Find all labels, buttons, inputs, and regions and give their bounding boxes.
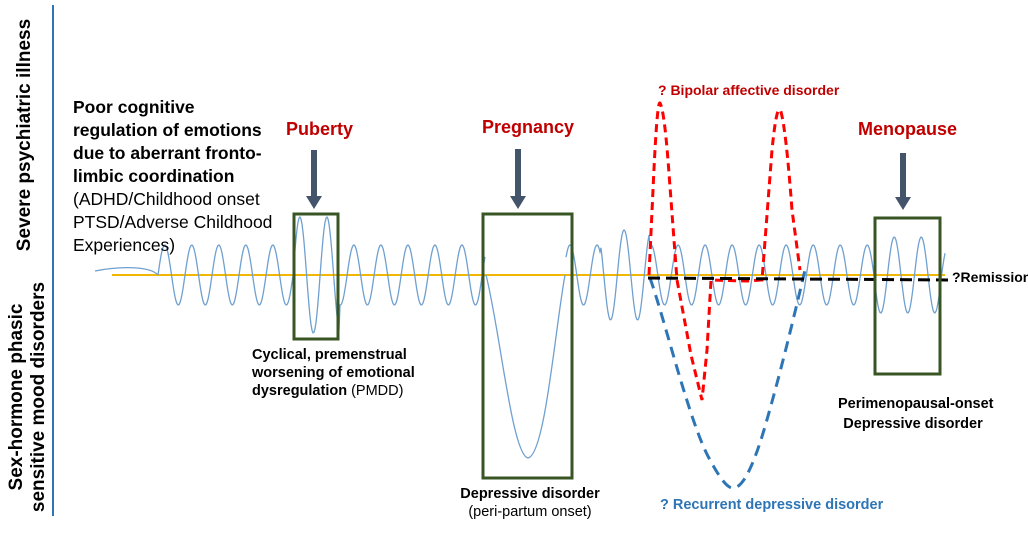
intro-bold-line: Poor cognitive — [73, 97, 195, 117]
remission-label: ?Remission — [952, 269, 1028, 285]
depressive-onset: (peri-partum onset) — [468, 504, 592, 520]
pregnancy-dip-curve — [485, 274, 566, 459]
intro-normal-line: PTSD/Adverse Childhood — [73, 212, 273, 232]
menopause-arrow — [895, 153, 911, 210]
perimenopausal-label: Perimenopausal-onset Depressive disorder — [838, 394, 994, 434]
menopause-box — [873, 216, 942, 376]
intro-bold-line: regulation of emotions — [73, 120, 262, 140]
pregnancy-arrow — [510, 149, 526, 209]
remission-line — [647, 276, 951, 282]
diagram: Severe psychiatric illness Sex-hormone p… — [6, 5, 1028, 521]
depressive-label: Depressive disorder (peri-partum onset) — [455, 485, 605, 521]
axis-label-severe-illness: Severe psychiatric illness — [14, 18, 35, 252]
depressive-line: Depressive disorder — [460, 486, 600, 502]
pmdd-line: dysregulation — [252, 383, 348, 399]
bipolar-curve — [647, 101, 802, 401]
axis-label-mood-line1: Sex-hormone phasic — [6, 303, 27, 491]
perimenopausal-line: Depressive disorder — [843, 416, 983, 432]
puberty-box — [292, 212, 340, 341]
perimenopausal-line: Perimenopausal-onset — [838, 396, 994, 412]
bipolar-label: ? Bipolar affective disorder — [658, 82, 840, 98]
intro-bold-line: limbic coordination — [73, 166, 235, 186]
pmdd-suffix: (PMDD) — [347, 383, 404, 399]
pmdd-line: worsening of emotional — [252, 365, 415, 381]
intro-bold-line: due to aberrant fronto- — [73, 143, 262, 163]
pregnancy-label: Pregnancy — [482, 117, 575, 137]
puberty-arrow — [306, 150, 322, 209]
intro-text: Poor cognitive regulation of emotions du… — [73, 96, 272, 257]
recurrent-depression-curve — [648, 269, 807, 490]
pmdd-line: Cyclical, premenstrual — [252, 347, 407, 363]
diagram-canvas — [52, 5, 951, 516]
axis-label-mood-disorders: Sex-hormone phasic sensitive mood disord… — [6, 247, 54, 547]
puberty-label: Puberty — [286, 119, 354, 139]
intro-normal-line: Experiences) — [73, 235, 176, 255]
recurrent-label: ? Recurrent depressive disorder — [660, 497, 884, 513]
menopause-label: Menopause — [858, 119, 958, 139]
axis-label-mood-line2: sensitive mood disorders — [28, 281, 49, 513]
pmdd-label: Cyclical, premenstrual worsening of emot… — [252, 346, 415, 400]
intro-normal-line: (ADHD/Childhood onset — [73, 189, 260, 209]
pregnancy-box — [481, 212, 574, 480]
oscillation-wave — [94, 215, 946, 334]
